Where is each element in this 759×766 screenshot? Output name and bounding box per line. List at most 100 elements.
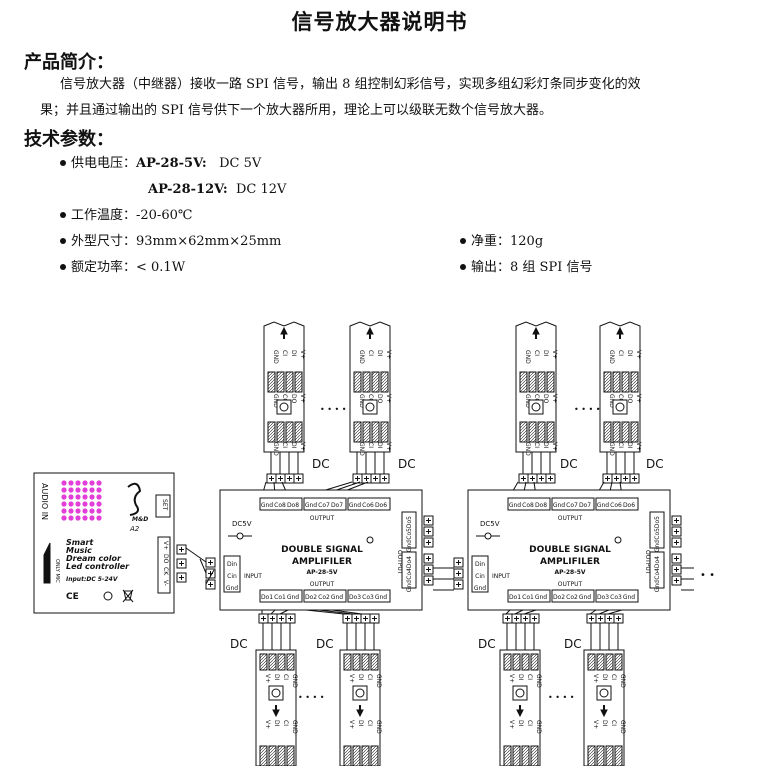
strip-pad (361, 653, 370, 671)
strip-pad (286, 653, 295, 671)
wire (185, 547, 207, 563)
strip-pin-label: CI (282, 720, 289, 726)
strip-pin-label: DI (601, 674, 608, 681)
strip-pin-label: CO (367, 394, 374, 403)
strip-pin-label: DI (626, 442, 633, 449)
strip-pad (521, 653, 530, 671)
output-label: OUTPUT (310, 515, 335, 522)
led-lens (531, 402, 541, 412)
dc-label: DC5V (480, 520, 500, 528)
strip-pin-label: DO (290, 394, 297, 404)
pin-label: Gnd (349, 502, 361, 509)
pin-label: Co4 (406, 568, 413, 580)
strip-pad (528, 421, 537, 443)
pin-header (303, 589, 347, 603)
strip-pad (294, 371, 303, 393)
more-ellipsis: • • (700, 570, 715, 581)
pin-label: Gnd (375, 594, 387, 601)
led-chip (596, 685, 612, 701)
strip-pin-label: CI (533, 350, 540, 356)
matrix-led (96, 480, 102, 486)
set-label: SET (161, 499, 168, 511)
strip-pad (605, 745, 614, 766)
controller-text: Dream color (66, 554, 122, 563)
strip-pin-label: DI (517, 674, 524, 681)
matrix-led (68, 494, 74, 500)
pin-label: Gnd (287, 594, 299, 601)
strip-pin-label: V+ (348, 674, 355, 683)
pin-label: Gnd (331, 594, 343, 601)
strip-pin-label: DI (290, 350, 297, 357)
strip-pin-label: V+ (264, 674, 271, 683)
ce-mark: CE (66, 592, 79, 602)
matrix-led (75, 515, 81, 521)
strip-pad (370, 653, 379, 671)
amplifier-title: DOUBLE SIGNAL (529, 545, 611, 555)
strip-pin-label: GND (535, 674, 542, 688)
strip-pad (519, 371, 528, 393)
controller-text: Music (66, 546, 92, 555)
amplifier-model: AP-28-5V (306, 569, 337, 576)
strip-pad (537, 421, 546, 443)
audio-in-label: AUDIO IN (40, 483, 49, 520)
matrix-led (68, 487, 74, 493)
controller-pin-label: DO (162, 554, 169, 564)
output-label: OUTPUT (644, 550, 651, 575)
bullet-dot (60, 237, 66, 244)
strip-pin-label: V+ (592, 674, 599, 683)
strip-pin-label: V+ (508, 720, 515, 729)
strip-pad (268, 745, 277, 766)
matrix-led (68, 515, 74, 521)
led-lens (615, 402, 625, 412)
strip-pad (614, 745, 623, 766)
led-lens (599, 688, 609, 698)
strip-pad (587, 653, 596, 671)
strip-pin-label: GND (291, 720, 298, 734)
strip-pad (530, 745, 539, 766)
strip-pad (528, 371, 537, 393)
bullet-dot (60, 263, 66, 270)
matrix-led (61, 508, 67, 514)
strip-pin-label: DI (542, 350, 549, 357)
matrix-led (75, 494, 81, 500)
input-header (223, 555, 241, 593)
strip-pin-label: CI (617, 442, 624, 448)
led-chip (362, 399, 378, 415)
controller-pin-label: V- (162, 580, 169, 586)
intro-line-1: 信号放大器（中继器）接收一路 SPI 信号，输出 8 组控制幻彩信号，实现多组幻… (60, 77, 641, 92)
strip-ellipsis: • • • • (320, 405, 347, 414)
pin-header (259, 497, 303, 511)
rohs-icon (103, 591, 113, 601)
pin-label: Co5 (654, 528, 661, 540)
strip-pad (614, 653, 623, 671)
input-header (471, 555, 489, 593)
matrix-led (89, 487, 95, 493)
amplifier-title: DOUBLE SIGNAL (281, 545, 363, 555)
strip-pad (267, 371, 276, 393)
controller-input: Input:DC 5-24V (66, 576, 119, 583)
strip-pad (361, 745, 370, 766)
dc-label: DC (398, 457, 416, 471)
matrix-led (82, 501, 88, 507)
pin-label: Do4 (406, 556, 413, 568)
strip-pin-label: GND (272, 394, 279, 408)
strip-pin-label: GND (608, 350, 615, 364)
strip-pin-label: CI (533, 442, 540, 448)
strip-pad (362, 421, 371, 443)
strip-pin-label: DI (542, 442, 549, 449)
pin-header (347, 497, 391, 511)
matrix-led (61, 501, 67, 507)
matrix-led (61, 480, 67, 486)
wire (598, 609, 610, 615)
pin-label: Gnd (535, 594, 547, 601)
side-header (401, 511, 417, 549)
strip-pad (621, 421, 630, 443)
led-chip (276, 399, 292, 415)
matrix-led (82, 494, 88, 500)
pin-header (259, 589, 303, 603)
strip-pin-label: GND (619, 720, 626, 734)
wire (279, 609, 289, 615)
wire (318, 609, 354, 615)
strip-pin-label: V+ (385, 442, 392, 451)
strip-pin-label: GND (358, 442, 365, 456)
